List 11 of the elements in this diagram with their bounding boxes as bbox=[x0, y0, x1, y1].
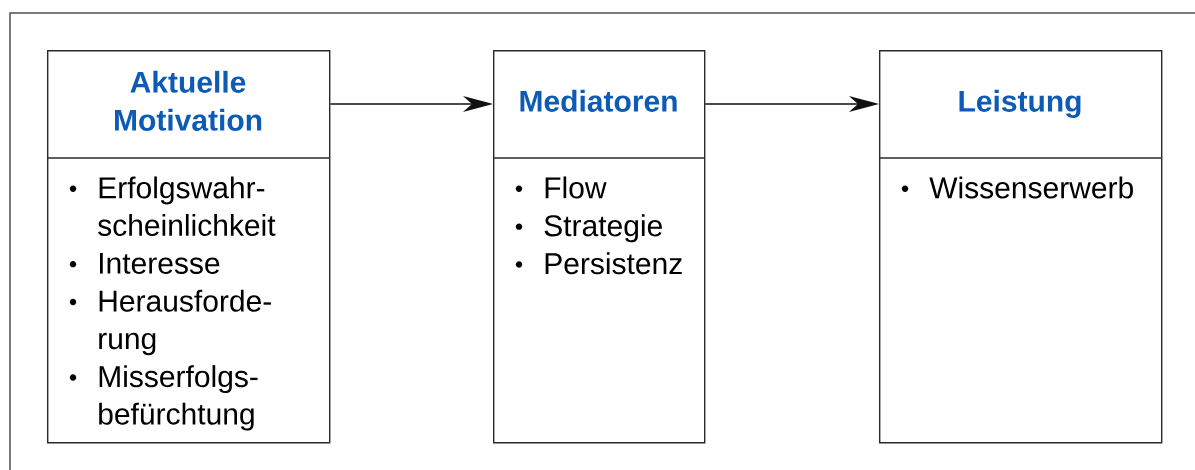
box-heading: Aktuelle Motivation bbox=[115, 70, 262, 131]
list-item: Flow bbox=[545, 176, 607, 199]
list-item: Erfolgswahr- scheinlichkeit bbox=[98, 176, 276, 236]
list-item: Strategie bbox=[544, 214, 662, 243]
list-item: Wissenserwerb bbox=[929, 176, 1133, 199]
list-item: Interesse bbox=[100, 252, 220, 274]
list-item: Persistenz bbox=[545, 252, 682, 275]
list-item: Misserfolgs- befürchtung bbox=[99, 365, 258, 431]
list-item: Herausforde- rung bbox=[99, 289, 271, 356]
box-heading: Mediatoren bbox=[520, 89, 677, 112]
box-heading: Leistung bbox=[959, 89, 1081, 118]
